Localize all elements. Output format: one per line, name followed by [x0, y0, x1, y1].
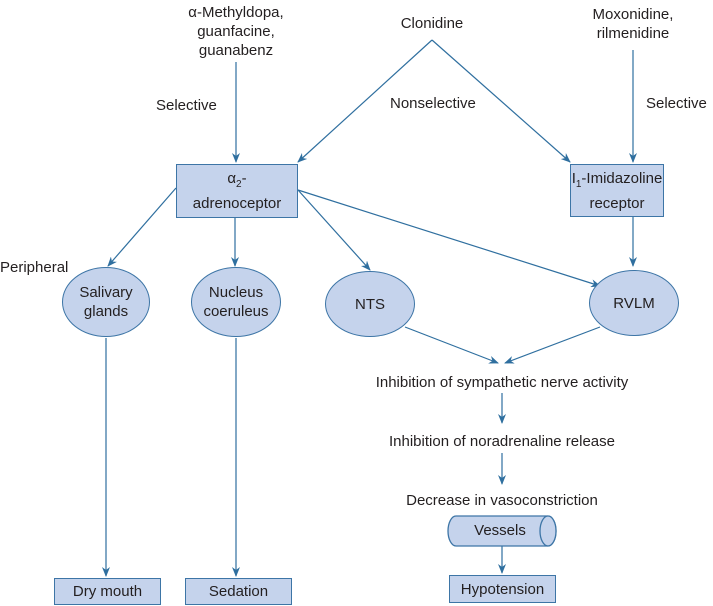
sedation-outcome: Sedation	[185, 578, 292, 605]
alpha2-subscript: 2	[236, 179, 242, 190]
alpha-selective-drugs-label: α-Methyldopa, guanfacine, guanabenz	[158, 3, 314, 60]
arrow-alpha2-to-rvlm	[297, 189, 601, 288]
nucleus-line2: coeruleus	[203, 303, 269, 320]
drug-guanabenz: guanabenz	[198, 42, 274, 59]
arrow-alpha2-to-salivary	[107, 187, 177, 267]
drug-moxonidine: Moxonidine,	[592, 6, 674, 23]
hypotension-label: Hypotension	[460, 580, 545, 598]
cascade-vasoconstriction-decrease: Decrease in vasoconstriction	[406, 492, 598, 509]
alpha2-line2: adrenoceptor	[192, 195, 282, 212]
label-peripheral: Peripheral	[0, 259, 69, 276]
vessels-cylinder	[447, 515, 557, 547]
hypotension-outcome: Hypotension	[449, 575, 556, 603]
imidazoline-subscript: 1	[575, 178, 582, 190]
alpha2-suffix: -	[241, 170, 247, 187]
imidazoline-receptor-node: I1-Imidazoline receptor	[570, 164, 664, 217]
salivary-line1: Salivary	[79, 284, 133, 301]
label-selective-left: Selective	[156, 97, 217, 114]
nucleus-coeruleus-node: Nucleus coeruleus	[191, 267, 281, 337]
salivary-line2: glands	[83, 303, 129, 320]
label-nonselective: Nonselective	[390, 95, 476, 112]
alpha2-adrenoceptor-node: α2- adrenoceptor	[176, 164, 298, 218]
drug-methyldopa: α-Methyldopa,	[188, 4, 284, 21]
drug-guanfacine: guanfacine,	[197, 23, 275, 40]
imidazoline-suffix: -Imidazoline	[581, 169, 663, 187]
cascade-sympathetic-inhibition: Inhibition of sympathetic nerve activity	[375, 374, 629, 391]
sedation-label: Sedation	[208, 583, 269, 600]
imidazoline-selective-drugs-label: Moxonidine, rilmenidine	[578, 5, 688, 43]
drug-clonidine: Clonidine	[400, 15, 464, 32]
dry-mouth-label: Dry mouth	[72, 583, 143, 600]
label-selective-right: Selective	[646, 95, 707, 112]
nts-node: NTS	[325, 271, 415, 337]
imidazoline-prefix: I	[571, 169, 576, 187]
drug-rilmenidine: rilmenidine	[596, 25, 670, 42]
rvlm-label: RVLM	[613, 294, 655, 312]
cascade-noradrenaline-inhibition: Inhibition of noradrenaline release	[389, 433, 615, 450]
vessels-label: Vessels	[474, 522, 526, 539]
nucleus-line1: Nucleus	[208, 284, 264, 301]
salivary-glands-node: Salivary glands	[62, 267, 150, 337]
arrow-alpha2-to-nts	[297, 189, 371, 271]
arrow-nts-to-sympathetic	[404, 326, 499, 364]
imidazoline-line2: receptor	[589, 194, 645, 212]
alpha2-symbol: α	[227, 170, 237, 187]
arrow-rvlm-to-sympathetic	[504, 326, 601, 364]
arrow-clonidine-to-alpha2	[297, 39, 433, 163]
dry-mouth-outcome: Dry mouth	[54, 578, 161, 605]
arrow-clonidine-to-imidazoline	[431, 39, 571, 163]
nts-label: NTS	[355, 295, 385, 313]
rvlm-node: RVLM	[589, 270, 679, 336]
